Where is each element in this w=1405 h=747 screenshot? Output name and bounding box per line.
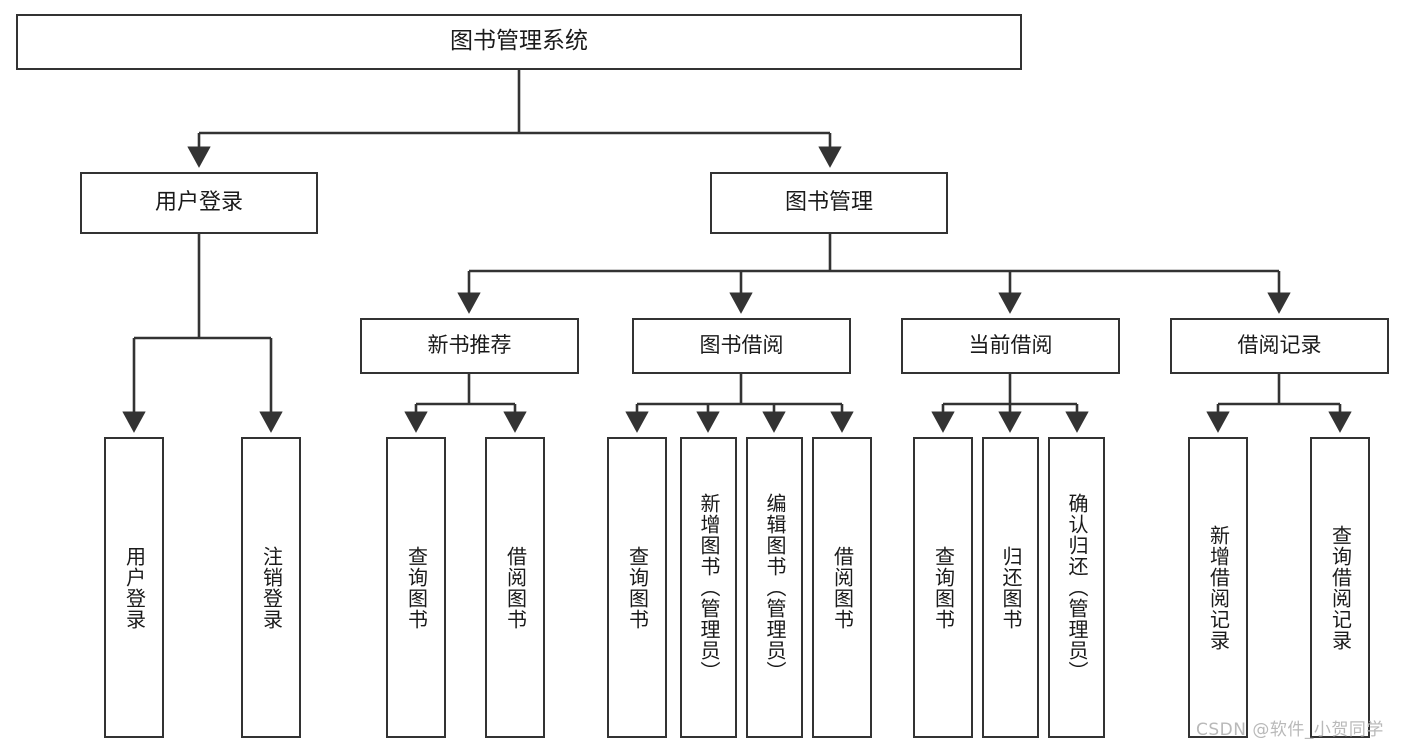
- node-leaf-borrow-book[interactable]: 借阅图书: [812, 437, 872, 738]
- node-book-borrow[interactable]: 图书借阅: [632, 318, 851, 374]
- node-new-book-recommend-label: 新书推荐: [427, 333, 512, 358]
- node-current-borrow[interactable]: 当前借阅: [901, 318, 1120, 374]
- node-leaf-logout-label: 注销登录: [259, 545, 284, 630]
- node-borrow-record-label: 借阅记录: [1237, 333, 1322, 358]
- node-leaf-add-book-admin-label: 新增图书（管理员）: [697, 493, 721, 682]
- node-current-borrow-label: 当前借阅: [968, 333, 1053, 358]
- node-user-login-label: 用户登录: [154, 189, 243, 215]
- node-borrow-record[interactable]: 借阅记录: [1170, 318, 1389, 374]
- node-leaf-edit-book-admin[interactable]: 编辑图书（管理员）: [746, 437, 803, 738]
- csdn-watermark: CSDN @软件_小贺同学: [1196, 720, 1384, 740]
- node-leaf-query-book-current[interactable]: 查询图书: [913, 437, 973, 738]
- node-leaf-logout[interactable]: 注销登录: [241, 437, 301, 738]
- node-leaf-add-book-admin[interactable]: 新增图书（管理员）: [680, 437, 737, 738]
- node-leaf-query-book-recommend[interactable]: 查询图书: [386, 437, 446, 738]
- node-leaf-query-book-borrow-label: 查询图书: [625, 545, 650, 630]
- node-leaf-query-borrow-record[interactable]: 查询借阅记录: [1310, 437, 1370, 738]
- node-leaf-confirm-return-admin-label: 确认归还（管理员）: [1065, 493, 1089, 682]
- node-book-management[interactable]: 图书管理: [710, 172, 948, 234]
- node-leaf-user-login[interactable]: 用户登录: [104, 437, 164, 738]
- node-book-management-label: 图书管理: [784, 189, 873, 215]
- node-leaf-borrow-book-label: 借阅图书: [830, 545, 855, 630]
- node-leaf-query-book-current-label: 查询图书: [931, 545, 956, 630]
- node-leaf-user-login-label: 用户登录: [122, 545, 147, 630]
- node-leaf-query-book-recommend-label: 查询图书: [404, 545, 429, 630]
- node-leaf-return-book[interactable]: 归还图书: [982, 437, 1039, 738]
- node-root[interactable]: 图书管理系统: [16, 14, 1022, 70]
- node-new-book-recommend[interactable]: 新书推荐: [360, 318, 579, 374]
- node-leaf-borrow-book-recommend-label: 借阅图书: [503, 545, 528, 630]
- node-leaf-add-borrow-record[interactable]: 新增借阅记录: [1188, 437, 1248, 738]
- node-leaf-return-book-label: 归还图书: [999, 545, 1023, 630]
- node-leaf-confirm-return-admin[interactable]: 确认归还（管理员）: [1048, 437, 1105, 738]
- node-root-label: 图书管理系统: [450, 28, 588, 55]
- node-leaf-query-book-borrow[interactable]: 查询图书: [607, 437, 667, 738]
- node-leaf-edit-book-admin-label: 编辑图书（管理员）: [763, 493, 787, 682]
- node-leaf-query-borrow-record-label: 查询借阅记录: [1328, 524, 1353, 651]
- node-user-login[interactable]: 用户登录: [80, 172, 318, 234]
- node-book-borrow-label: 图书借阅: [699, 333, 784, 358]
- node-leaf-borrow-book-recommend[interactable]: 借阅图书: [485, 437, 545, 738]
- node-leaf-add-borrow-record-label: 新增借阅记录: [1206, 524, 1231, 651]
